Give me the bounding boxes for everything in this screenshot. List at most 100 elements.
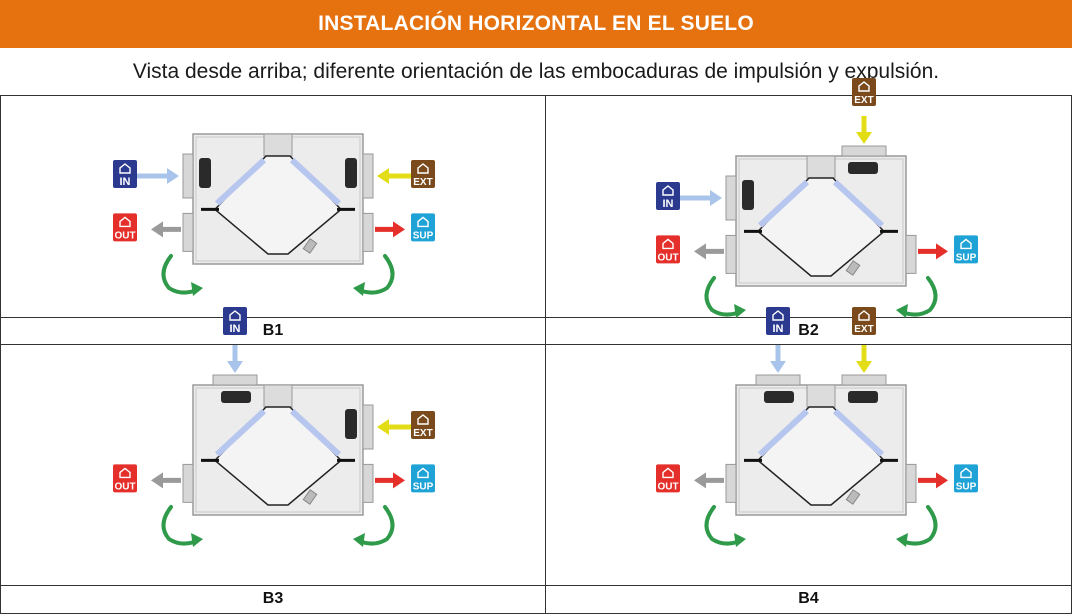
b1-in-label: IN	[120, 176, 131, 188]
b3-diagram: OUT SUP IN EXT	[113, 307, 435, 547]
b1-port-ext	[362, 153, 374, 199]
variant-caption-b3: B3	[0, 586, 546, 614]
b2-ext-arrow	[856, 116, 872, 144]
house-icon	[662, 238, 674, 250]
b4-ext-arrow	[856, 345, 872, 373]
b2-filter-left	[757, 179, 810, 228]
b2-out-badge: OUT	[656, 235, 680, 264]
b3-in-arrow	[227, 345, 243, 373]
b4-rotate-right-icon	[896, 505, 938, 547]
b1-ext-badge: EXT	[411, 160, 435, 188]
variant-caption-b4: B4	[546, 586, 1072, 614]
b2-out-label: OUT	[657, 252, 678, 263]
variant-cell-b1: OUT SUP IN EXT	[0, 96, 546, 318]
b1-sup-badge: SUP	[411, 213, 435, 242]
b1-in-badge: IN	[113, 160, 137, 188]
house-icon	[772, 310, 784, 321]
variant-cell-b3: OUT SUP IN EXT	[0, 307, 546, 586]
b1-rotate-right-icon	[353, 254, 395, 296]
b3-in-badge: IN	[223, 307, 247, 335]
b3-ext-badge: EXT	[411, 411, 435, 439]
b2-sup-badge: SUP	[954, 235, 978, 264]
b2-rotate-left-icon	[704, 276, 746, 318]
b1-in-arrow	[131, 168, 179, 184]
house-icon	[417, 216, 429, 228]
b3-out-label: OUT	[114, 481, 135, 492]
b2-diagram: OUT SUP IN EXT	[656, 78, 978, 318]
house-icon	[417, 163, 429, 174]
variant-cell-b2: OUT SUP IN EXT	[546, 78, 1072, 318]
house-icon	[960, 467, 972, 479]
b4-port-out	[725, 463, 737, 503]
b3-rotate-left-icon	[161, 505, 203, 547]
page-title: INSTALACIÓN HORIZONTAL EN EL SUELO	[0, 0, 1072, 48]
b1-sup-label: SUP	[413, 230, 434, 241]
b1-out-label: OUT	[114, 230, 135, 241]
b4-out-label: OUT	[657, 481, 678, 492]
b3-port-out	[182, 463, 194, 503]
b4-port-in	[755, 374, 801, 386]
b3-fan-ext	[345, 409, 357, 439]
b4-sup-label: SUP	[956, 481, 977, 492]
house-icon	[119, 467, 131, 479]
b3-sup-arrow	[375, 472, 405, 489]
b3-sup-label: SUP	[413, 481, 434, 492]
b1-fan-ext	[345, 158, 357, 188]
variant-cell-b4: OUT SUP IN EXT	[546, 307, 1072, 586]
b3-filter-left	[214, 408, 267, 457]
b4-ext-label: EXT	[854, 324, 873, 335]
b2-rotate-right-icon	[896, 276, 938, 318]
b1-sup-arrow	[375, 221, 405, 238]
b2-sup-arrow	[918, 243, 948, 260]
b2-in-arrow	[674, 190, 722, 206]
b2-in-label: IN	[663, 198, 674, 210]
b2-sup-label: SUP	[956, 252, 977, 263]
house-icon	[662, 185, 674, 196]
b4-fan-in	[764, 391, 794, 403]
b3-port-ext	[362, 404, 374, 450]
b3-port-in	[212, 374, 258, 386]
b4-in-badge: IN	[766, 307, 790, 335]
b2-fan-in	[742, 180, 754, 210]
b4-filter-right	[832, 408, 885, 457]
b1-out-arrow	[151, 221, 181, 238]
b3-rotate-right-icon	[353, 505, 395, 547]
b3-port-sup	[362, 463, 374, 503]
b1-filter-left	[214, 157, 267, 206]
variant-caption-b2: B2	[546, 318, 1072, 345]
b4-port-ext	[841, 374, 887, 386]
b4-rotate-left-icon	[704, 505, 746, 547]
b3-out-arrow	[151, 472, 181, 489]
page-subtitle: Vista desde arriba; diferente orientació…	[0, 48, 1072, 96]
b3-sup-badge: SUP	[411, 464, 435, 493]
b2-fan-ext	[848, 162, 878, 174]
b1-port-in	[182, 153, 194, 199]
b4-port-sup	[905, 463, 917, 503]
b2-unit	[735, 155, 907, 287]
b4-unit	[735, 384, 907, 516]
b3-out-badge: OUT	[113, 464, 137, 493]
b1-rotate-left-icon	[161, 254, 203, 296]
b1-port-sup	[362, 212, 374, 252]
b2-port-in	[725, 175, 737, 221]
house-icon	[119, 163, 131, 174]
b2-filter-right	[832, 179, 885, 228]
b1-fan-in	[199, 158, 211, 188]
b4-diagram: OUT SUP IN EXT	[656, 307, 978, 547]
b4-sup-badge: SUP	[954, 464, 978, 493]
b1-out-badge: OUT	[113, 213, 137, 242]
b4-sup-arrow	[918, 472, 948, 489]
b2-port-sup	[905, 234, 917, 274]
b4-ext-badge: EXT	[852, 307, 876, 335]
b4-fan-ext	[848, 391, 878, 403]
b1-diagram: OUT SUP IN EXT	[113, 133, 435, 296]
b2-ext-badge: EXT	[852, 78, 876, 106]
b4-in-arrow	[770, 345, 786, 373]
b3-filter-right	[289, 408, 342, 457]
b3-in-label: IN	[230, 323, 241, 335]
b3-unit	[192, 384, 364, 516]
b1-unit	[192, 133, 364, 265]
house-icon	[417, 414, 429, 425]
